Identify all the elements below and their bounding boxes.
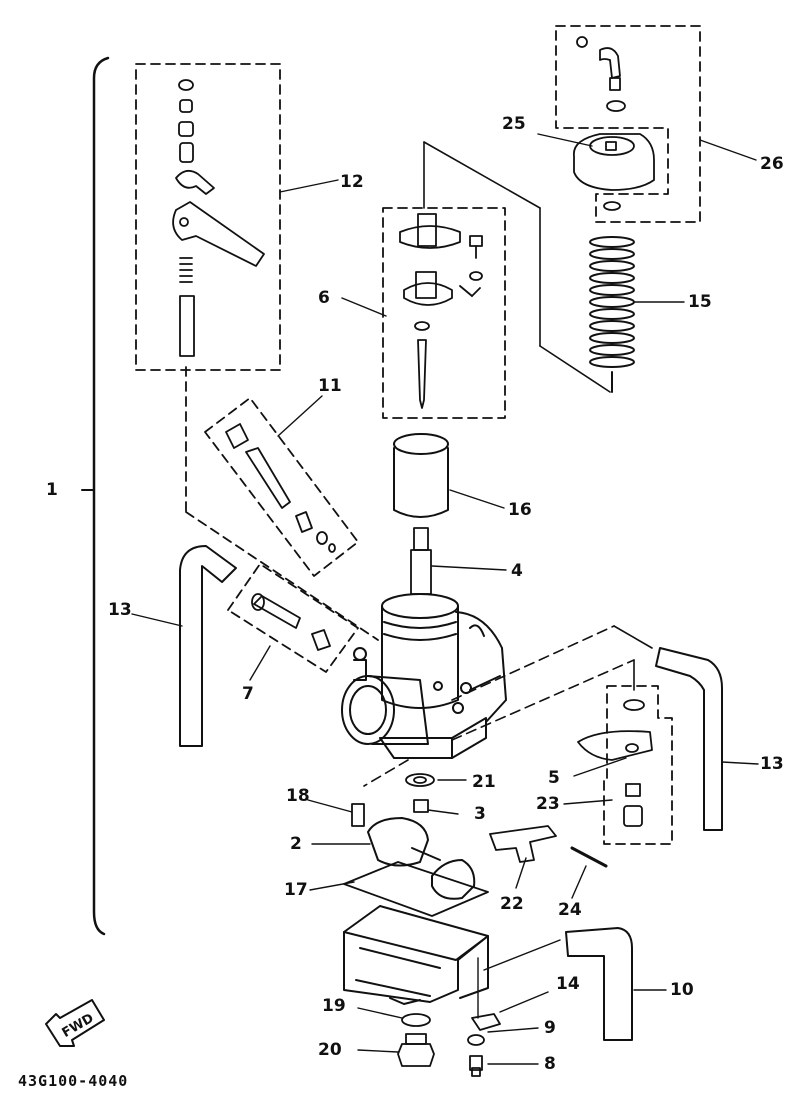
float-bowl <box>343 905 489 1005</box>
callout-23: 23 <box>536 794 560 814</box>
needle-jet <box>410 527 432 595</box>
drawing-code: 43G100-4040 <box>18 1072 129 1090</box>
float-bowl-gasket <box>343 861 489 917</box>
jets-and-fasteners <box>351 699 653 868</box>
callout-22: 22 <box>500 894 524 914</box>
callout-4: 4 <box>511 561 523 581</box>
group-box-26 <box>555 25 701 223</box>
air-screw-parts <box>251 593 331 651</box>
group-box-6 <box>382 207 506 419</box>
callout-18: 18 <box>286 786 310 806</box>
callout-7: 7 <box>242 684 254 704</box>
pilot-screw-parts <box>225 423 336 553</box>
callout-8: 8 <box>544 1054 556 1074</box>
callout-12: 12 <box>340 172 364 192</box>
callout-6: 6 <box>318 288 330 308</box>
group-box-23 <box>603 685 673 845</box>
callout-17: 17 <box>284 880 308 900</box>
fwd-arrow-icon: FWD <box>45 999 105 1047</box>
body-alignment-lines <box>363 625 653 787</box>
throttle-valve <box>393 433 449 518</box>
group-box-7 <box>227 563 359 673</box>
callout-24: 24 <box>558 900 582 920</box>
group-box-11 <box>204 397 359 577</box>
callout-16: 16 <box>508 500 532 520</box>
callout-1: 1 <box>46 480 58 500</box>
callout-20: 20 <box>318 1040 342 1060</box>
callout-10: 10 <box>670 980 694 1000</box>
throttle-valve-spring <box>589 236 635 393</box>
callout-5: 5 <box>548 768 560 788</box>
callout-11: 11 <box>318 376 342 396</box>
callout-26: 26 <box>760 154 784 174</box>
callout-2: 2 <box>290 834 302 854</box>
callout-13-right: 13 <box>760 754 784 774</box>
group-boxes <box>135 25 701 845</box>
callout-25: 25 <box>502 114 526 134</box>
assembly-bracket <box>92 56 110 936</box>
callout-13-left: 13 <box>108 600 132 620</box>
callout-14: 14 <box>556 974 580 994</box>
callout-9: 9 <box>544 1018 556 1038</box>
callout-15: 15 <box>688 292 712 312</box>
alignment-lines <box>423 141 611 393</box>
group-box-12 <box>135 63 281 371</box>
callout-19: 19 <box>322 996 346 1016</box>
jet-needle-parts <box>399 213 483 409</box>
carburetor-body <box>341 593 507 759</box>
callout-21: 21 <box>472 772 496 792</box>
mixing-chamber-cap <box>573 36 655 211</box>
starter-plunger-parts <box>172 79 379 641</box>
float-assembly <box>367 817 476 900</box>
drain-parts <box>397 1013 501 1077</box>
callout-3: 3 <box>474 804 486 824</box>
vent-hoses <box>179 545 723 831</box>
drain-hose <box>565 927 633 1041</box>
leader-lines <box>131 133 759 1065</box>
